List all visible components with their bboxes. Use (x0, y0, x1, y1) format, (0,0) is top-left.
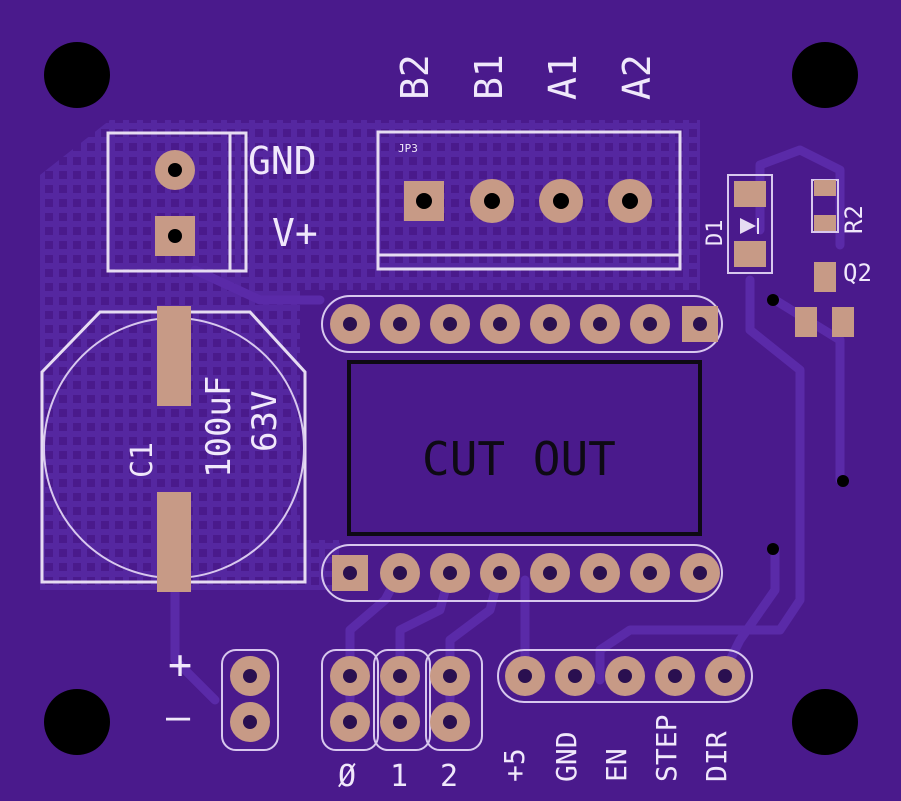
capacitor-c1 (40, 306, 307, 592)
jp3-ref: JP3 (398, 142, 418, 155)
power-plus-label: + (168, 642, 192, 688)
r2-ref: R2 (840, 205, 868, 234)
copper-pour-left (40, 120, 700, 580)
ms-label-2: 2 (440, 759, 458, 794)
gnd-label: GND (248, 139, 317, 183)
ctrl-label-5v: +5 (498, 748, 531, 782)
c1-ref: C1 (125, 442, 160, 478)
ctrl-label-en: EN (600, 748, 633, 782)
smd-parts (727, 174, 854, 555)
control-header (497, 649, 753, 703)
power-header (221, 649, 279, 751)
c1-value: 100uF (199, 376, 239, 478)
pin-label-a2: A2 (615, 54, 659, 100)
mounting-hole-tr (792, 42, 858, 108)
mounting-holes (44, 42, 858, 755)
motor-connector (376, 130, 682, 271)
q2-ref: Q2 (843, 259, 872, 287)
mounting-hole-tl (44, 42, 110, 108)
power-terminal-block (106, 131, 248, 273)
ctrl-label-step: STEP (650, 715, 683, 782)
pin-label-a1: A1 (541, 54, 585, 100)
cutout-box (347, 360, 702, 536)
ms-label-1: 1 (390, 759, 408, 794)
ctrl-label-gnd: GND (550, 731, 583, 782)
pin-label-b2: B2 (393, 54, 437, 100)
mounting-hole-br (792, 689, 858, 755)
d1-ref: D1 (703, 220, 728, 247)
c1-voltage: 63V (245, 391, 285, 452)
mounting-hole-bl (44, 689, 110, 755)
pin-label-b1: B1 (467, 54, 511, 100)
power-minus-label: – (166, 694, 191, 740)
ms-label-0: Ø (338, 759, 356, 794)
driver-header-bottom (321, 544, 723, 602)
ctrl-label-dir: DIR (700, 731, 733, 782)
microstep-header (321, 649, 483, 751)
vplus-label: V+ (272, 211, 318, 255)
driver-header-top (321, 295, 723, 353)
cutout-label: CUT OUT (422, 432, 616, 486)
